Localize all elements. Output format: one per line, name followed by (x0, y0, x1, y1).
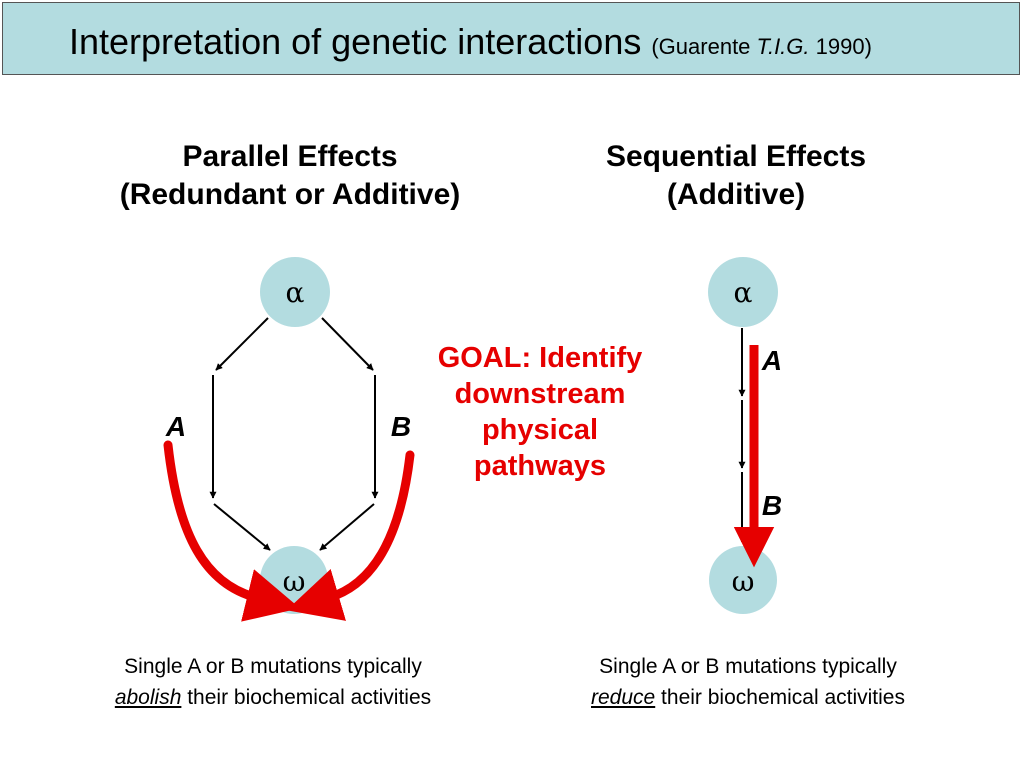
parallel-caption: Single A or B mutations typically abolis… (114, 655, 432, 709)
sequential-omega-label: ω (732, 565, 755, 598)
title-main: Interpretation of genetic interactions (69, 21, 642, 62)
sequential-caption-emphasis: reduce (591, 686, 656, 709)
parallel-arrow-right-1 (321, 317, 374, 371)
sequential-label-b: B (762, 490, 782, 521)
goal-text: GOAL: Identify downstream physical pathw… (437, 342, 643, 482)
title-bar: Interpretation of genetic interactions (… (2, 2, 1020, 75)
parallel-arrow-left-3 (213, 503, 271, 551)
parallel-red-arrow-b (286, 450, 415, 621)
parallel-label-b: B (391, 411, 411, 442)
sequential-diagram: α ω A B (708, 257, 782, 614)
sequential-caption: Single A or B mutations typically reduce… (591, 655, 905, 709)
sequential-alpha-label: α (734, 276, 753, 309)
parallel-alpha-label: α (286, 276, 305, 309)
parallel-red-arrow-a (163, 440, 300, 622)
slide-title: Interpretation of genetic interactions (… (69, 20, 872, 69)
sequential-alpha-node (708, 257, 778, 327)
sequential-heading: Sequential Effects (Additive) (605, 140, 867, 211)
parallel-alpha-node (260, 257, 330, 327)
sequential-label-a: A (761, 345, 782, 376)
parallel-heading: Parallel Effects (Redundant or Additive) (119, 140, 461, 211)
parallel-omega-label: ω (283, 565, 306, 598)
parallel-arrow-left-1 (215, 317, 269, 371)
title-citation: (Guarente T.I.G. 1990) (651, 34, 872, 59)
parallel-arrow-right-3 (319, 503, 375, 551)
parallel-caption-emphasis: abolish (114, 686, 182, 709)
parallel-diagram: α ω A B (163, 257, 415, 622)
parallel-label-a: A (165, 411, 186, 442)
